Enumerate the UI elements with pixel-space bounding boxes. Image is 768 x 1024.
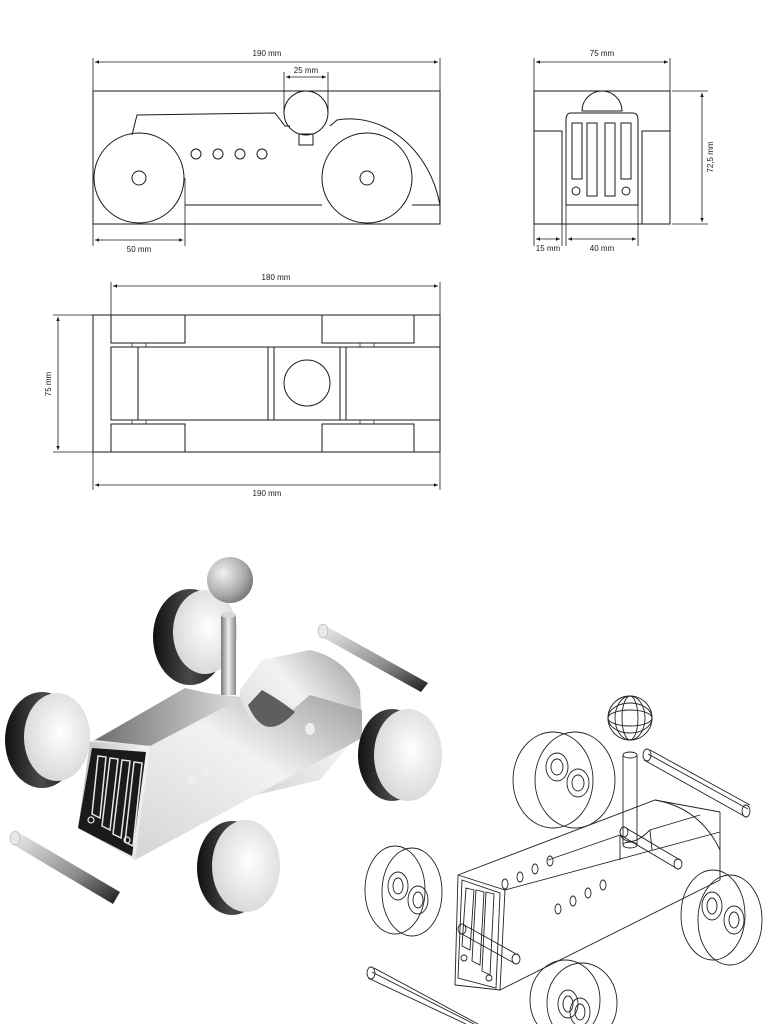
dim-label-axle-spacing: 180 mm (262, 273, 291, 282)
front-right-wheel (641, 130, 671, 225)
wireframe-isometric (364, 695, 763, 1024)
top-head-ball (283, 359, 331, 407)
top-wheel-front-right (321, 423, 415, 453)
dim-label-side-length: 190 mm (253, 49, 282, 58)
wireframe-wheel-front (529, 959, 618, 1024)
side-head-ball (283, 90, 329, 136)
side-head-post (298, 133, 314, 146)
top-wheel-rear-left (110, 314, 186, 344)
shaded-seat-cutout (248, 690, 295, 727)
dim-label-wheel-diameter: 50 mm (127, 245, 152, 254)
front-body (565, 112, 639, 206)
wireframe-body (454, 799, 721, 991)
shaded-isometric-render (5, 557, 442, 915)
wireframe-wheel-right (680, 869, 763, 966)
side-front-wheel (321, 132, 413, 224)
dim-label-front-width: 75 mm (590, 49, 615, 58)
top-wheel-front-left (321, 314, 415, 344)
shaded-body-top (95, 688, 238, 746)
shaded-axle-front (12, 832, 120, 904)
dim-label-body-width: 40 mm (590, 244, 615, 253)
top-view: 180 mm 75 mm 190 mm (44, 273, 441, 498)
side-view: 190 mm 25 mm 50 mm (92, 49, 441, 254)
front-left-wheel (533, 130, 563, 225)
wireframe-axle-inner (457, 826, 683, 965)
wireframe-axle-bottom (366, 966, 479, 1024)
dim-label-top-length: 190 mm (253, 489, 282, 498)
dim-label-head-width: 25 mm (294, 66, 319, 75)
shaded-wheel-back-top (153, 589, 237, 685)
side-vent-holes (190, 148, 268, 160)
side-rear-wheel (93, 132, 185, 224)
shaded-wheel-right (358, 709, 442, 801)
wireframe-grille (457, 879, 501, 989)
wireframe-wheel-top (512, 731, 616, 829)
shaded-head-ball (207, 557, 253, 603)
dim-label-wheel-width: 15 mm (536, 244, 561, 253)
front-grille (571, 122, 632, 197)
shaded-axle-top (320, 626, 428, 692)
top-body (110, 346, 441, 421)
shaded-wheel-left (5, 692, 90, 788)
dim-label-front-height: 72,5 mm (706, 141, 715, 172)
dim-label-top-width: 75 mm (44, 371, 53, 396)
front-view: 75 mm 72,5 mm 15 mm 40 mm (533, 49, 715, 253)
wireframe-axle-top (642, 748, 751, 818)
side-body-outline (131, 112, 441, 206)
wireframe-head-ball (607, 695, 653, 741)
wireframe-wheel-left (364, 845, 443, 937)
side-view-frame (92, 90, 441, 225)
wireframe-vent-holes (501, 855, 607, 915)
top-wheel-rear-right (110, 423, 186, 453)
shaded-vent-holes (188, 723, 315, 785)
front-head-ball (581, 90, 623, 112)
shaded-wheel-front (197, 820, 280, 915)
top-view-frame (92, 314, 441, 453)
shaded-grille (78, 748, 146, 856)
shaded-head-post (221, 615, 236, 695)
